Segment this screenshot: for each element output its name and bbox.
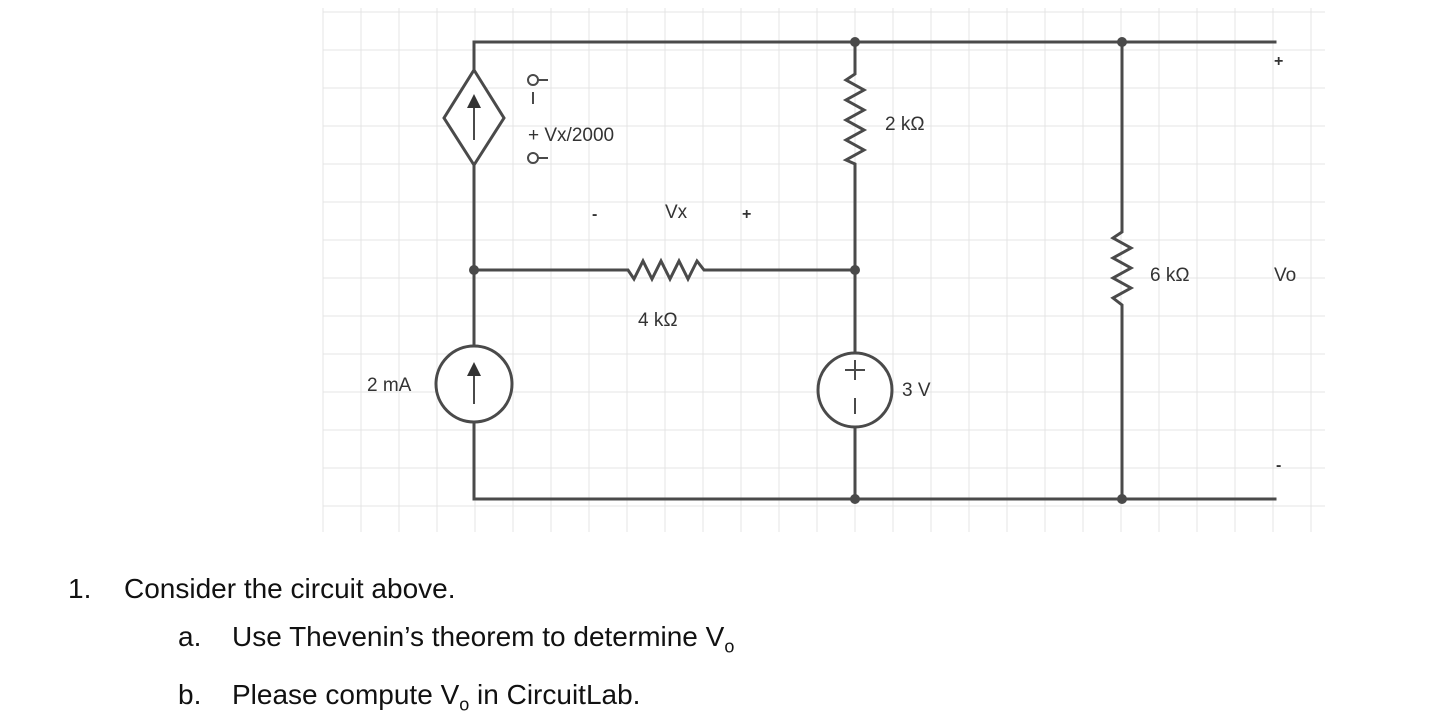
resistor-6k — [1109, 225, 1135, 315]
junction-nodes — [469, 37, 1127, 504]
part-a-letter: a. — [178, 621, 202, 652]
resistor-2k-label: 2 kΩ — [885, 114, 925, 135]
terminal-bottom-icon — [527, 152, 539, 164]
vcvs-label: + Vx/2000 — [528, 125, 614, 146]
node-mid-left — [469, 265, 479, 275]
question-part-b: b. Please compute Vo in CircuitLab. — [68, 671, 734, 728]
vx-plus-sign: + — [742, 206, 751, 223]
voltage-source-3v — [816, 351, 894, 429]
voltage-source-body — [816, 351, 894, 429]
part-a-text: Use Thevenin’s theorem to determine Vo — [232, 613, 734, 671]
resistor-6k-label: 6 kΩ — [1150, 265, 1190, 286]
part-a-body: Use Thevenin’s theorem to determine V — [232, 621, 725, 652]
current-source-2ma — [434, 344, 514, 424]
node-bottom-right — [1117, 494, 1127, 504]
vo-minus-sign: - — [1276, 457, 1281, 474]
question-text: Consider the circuit above. — [124, 573, 456, 604]
wires — [472, 40, 1277, 501]
resistor-4k — [620, 257, 710, 283]
node-bottom-center — [850, 494, 860, 504]
vx-label: Vx — [665, 202, 688, 223]
dependent-current-source — [442, 67, 506, 168]
vo-plus-sign: + — [1274, 53, 1283, 70]
question-block: 1. Consider the circuit above. a. Use Th… — [68, 565, 734, 728]
vx-minus-sign: - — [592, 206, 597, 223]
part-b-text: Please compute Vo in CircuitLab. — [232, 671, 640, 728]
question-line: 1. Consider the circuit above. — [68, 565, 734, 613]
control-voltage-terminals: + Vx/2000 — [527, 74, 614, 164]
terminal-top-icon — [527, 74, 539, 86]
node-top-right — [1117, 37, 1127, 47]
resistor-4k-label: 4 kΩ — [638, 310, 678, 331]
part-b-subscript: o — [459, 694, 470, 715]
part-b-tail: in CircuitLab. — [469, 678, 641, 710]
diamond-arrow-head-icon — [467, 94, 481, 108]
resistor-2k — [842, 68, 868, 170]
part-b-letter: b. — [178, 678, 202, 710]
question-number: 1. — [68, 573, 92, 604]
voltage-source-label: 3 V — [902, 380, 931, 401]
part-b-body: Please compute V — [232, 678, 460, 710]
node-mid-center — [850, 265, 860, 275]
current-arrow-head-icon — [467, 362, 481, 376]
current-source-label: 2 mA — [367, 375, 412, 396]
node-top-center — [850, 37, 860, 47]
question-part-a: a. Use Thevenin’s theorem to determine V… — [68, 613, 734, 671]
circuit-diagram: + Vx/2000 2 kΩ 4 kΩ Vx - + 6 kΩ 2 mA 3 V… — [322, 8, 1325, 532]
part-a-subscript: o — [724, 636, 735, 657]
vo-label: Vo — [1274, 265, 1296, 286]
